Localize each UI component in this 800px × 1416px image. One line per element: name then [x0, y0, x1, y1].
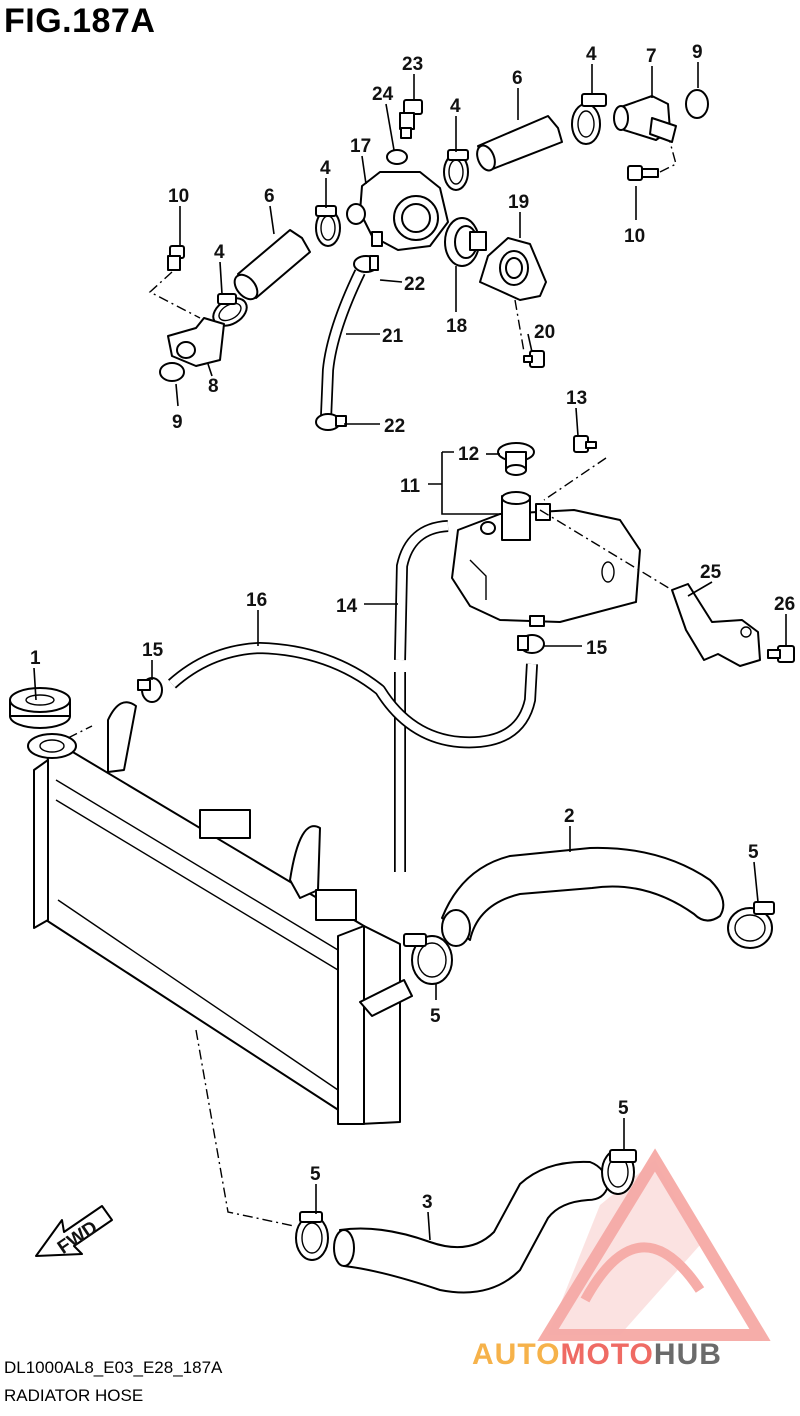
callout-8: 8	[208, 376, 219, 397]
callout-1: 1	[30, 648, 41, 669]
callout-21: 21	[382, 326, 404, 347]
callout-10: 10	[624, 226, 645, 247]
part-19-thermostat-cover	[479, 237, 547, 301]
part-4-clamp-left-lower	[212, 293, 248, 327]
footer-section-name: RADIATOR HOSE	[4, 1386, 144, 1405]
part-21-breather-hose	[320, 269, 366, 419]
callout-3: 3	[422, 1192, 433, 1213]
radiator-core	[27, 701, 413, 1125]
callout-22: 22	[404, 274, 425, 295]
part-24-gasket	[386, 149, 408, 165]
part-11-reservoir-tank	[451, 491, 641, 627]
part-8-water-fitting	[167, 317, 225, 367]
callout-numbers: 23 24 4 6 4 7 9 17 4 10 6 19 10 4 22 21 …	[30, 42, 795, 1213]
callout-7: 7	[646, 46, 657, 67]
part-3-radiator-hose-lower	[333, 1160, 609, 1294]
part-13-bolt	[573, 435, 597, 453]
part-4-clamp-left-upper	[315, 205, 341, 247]
callout-5: 5	[748, 842, 759, 863]
callout-6: 6	[512, 68, 523, 89]
part-10-bolt-right	[627, 165, 659, 181]
callout-26: 26	[774, 594, 795, 615]
part-5-clamp-hose2-right	[727, 901, 775, 949]
part-25-bracket	[671, 583, 761, 667]
part-5-clamp-hose3-left	[295, 1211, 329, 1261]
callout-24: 24	[372, 84, 394, 105]
callout-4: 4	[586, 44, 597, 65]
leader-lines	[33, 62, 787, 1241]
callout-15: 15	[586, 638, 608, 659]
part-17-thermostat-housing	[346, 171, 449, 251]
part-26-bolt	[767, 645, 795, 663]
part-12-reservoir-cap	[497, 442, 535, 476]
callout-17: 17	[350, 136, 371, 157]
figure-title: FIG.187A	[4, 2, 156, 40]
callout-16: 16	[246, 590, 267, 611]
part-7-water-fitting	[613, 95, 677, 143]
callout-4: 4	[450, 96, 461, 117]
part-9-oring-left	[159, 362, 185, 382]
footer-model-code: DL1000AL8_E03_E28_187A	[4, 1358, 223, 1377]
part-1-radiator-cap	[9, 687, 71, 729]
part-15-clamp-tank	[517, 634, 545, 654]
callout-23: 23	[402, 54, 423, 75]
watermark-wordmark: AUTOMOTOHUB	[472, 1338, 722, 1371]
fwd-direction-arrow: FWD	[35, 1205, 113, 1259]
callout-10: 10	[168, 186, 189, 207]
callout-25: 25	[700, 562, 722, 583]
callout-4: 4	[214, 242, 225, 263]
callout-18: 18	[446, 316, 467, 337]
callout-11: 11	[400, 476, 421, 497]
callout-20: 20	[534, 322, 555, 343]
part-10-bolt-left	[167, 245, 185, 271]
callout-5: 5	[618, 1098, 629, 1119]
callout-22: 22	[384, 416, 405, 437]
part-14-reservoir-hose	[394, 520, 449, 872]
part-20-bolt	[523, 350, 545, 368]
watermark-logo	[537, 1148, 771, 1341]
callout-5: 5	[430, 1006, 441, 1027]
callout-6: 6	[264, 186, 275, 207]
part-6-hose-left	[233, 229, 311, 301]
part-5-clamp-hose3-right	[601, 1149, 637, 1195]
part-5-clamp-hose2-left	[403, 933, 453, 985]
part-18-thermostat	[444, 217, 487, 267]
callout-9: 9	[692, 42, 703, 63]
callout-19: 19	[508, 192, 529, 213]
callout-2: 2	[564, 806, 575, 827]
callout-13: 13	[566, 388, 587, 409]
part-22-clamp-upper	[353, 255, 379, 273]
part-6-hose-upper-right	[476, 115, 563, 172]
callout-4: 4	[320, 158, 331, 179]
callout-12: 12	[458, 444, 479, 465]
part-4-clamp-upper	[443, 149, 469, 191]
part-9-oring-upper	[685, 89, 709, 119]
part-16-overflow-hose	[168, 642, 538, 749]
callout-9: 9	[172, 412, 183, 433]
callout-5: 5	[310, 1164, 321, 1185]
part-4-clamp-top-right	[571, 93, 607, 145]
part-15-clamp-radiator	[137, 677, 163, 703]
part-2-radiator-hose-upper	[441, 846, 725, 947]
part-23-temp-sensor	[399, 99, 423, 139]
callout-15: 15	[142, 640, 164, 661]
callout-14: 14	[336, 596, 358, 617]
part-22-clamp-lower	[315, 413, 347, 431]
